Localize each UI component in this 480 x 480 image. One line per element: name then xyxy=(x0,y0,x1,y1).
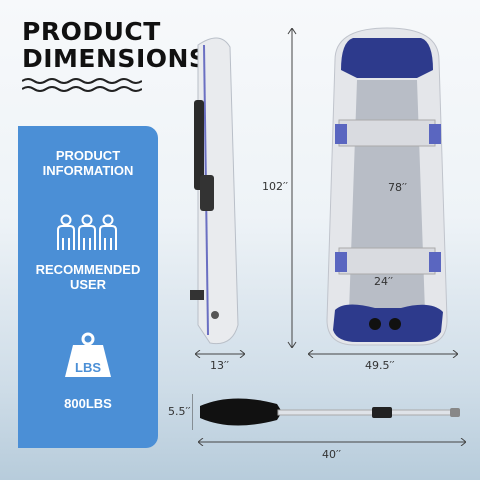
length-dimension-line xyxy=(287,28,297,348)
weight-icon xyxy=(65,332,111,377)
paddle-length-dimension-line xyxy=(198,438,466,446)
people-icon xyxy=(57,214,117,250)
side-height-label: 13′′ xyxy=(210,359,229,372)
weight-badge-text: LBS xyxy=(75,360,101,375)
recommended-line-2: USER xyxy=(69,277,107,292)
page-title: PRODUCT DIMENSIONS xyxy=(22,18,207,72)
width-dimension-line xyxy=(308,350,458,358)
boat-side-view xyxy=(190,37,239,345)
length-label: 102′′ xyxy=(262,180,288,193)
product-info-panel: PRODUCT INFORMATION RECOMMENDED USER LBS… xyxy=(18,126,158,448)
boat-top-view xyxy=(326,27,448,346)
recommended-line-1: RECOMMENDED xyxy=(35,262,141,277)
paddle-length-label: 40′′ xyxy=(322,448,341,461)
side-height-dimension-line xyxy=(195,350,245,358)
inner-length-label: 78′′ xyxy=(388,181,407,194)
wave-decoration xyxy=(22,78,142,92)
weight-value: 800LBS xyxy=(64,396,112,411)
inner-width-label: 24′′ xyxy=(374,275,393,288)
info-heading-line-1: PRODUCT xyxy=(55,148,121,163)
title-line-2: DIMENSIONS xyxy=(22,44,208,73)
info-heading-line-2: INFORMATION xyxy=(42,163,134,178)
width-label: 49.5′′ xyxy=(365,359,395,372)
paddle xyxy=(192,394,460,430)
title-line-1: PRODUCT xyxy=(22,17,161,46)
paddle-blade-label: 5.5′′ xyxy=(168,405,191,418)
